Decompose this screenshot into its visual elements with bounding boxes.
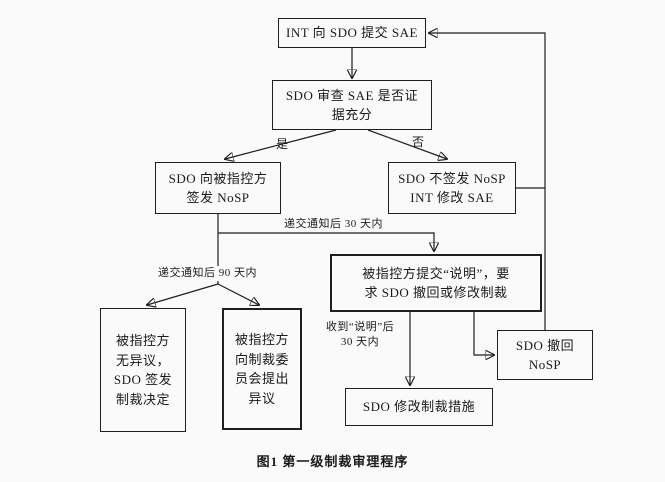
connector-stem-to-objection bbox=[217, 283, 259, 305]
node-no-objection-decision-label: 被指控方 无异议， SDO 签发 制裁决定 bbox=[113, 333, 173, 407]
node-accused-statement: 被指控方提交“说明”，要 求 SDO 撤回或修改制裁 bbox=[330, 254, 542, 312]
node-sdo-not-issue-nosp: SDO 不签发 NoSP INT 修改 SAE bbox=[388, 162, 516, 214]
node-sdo-issue-nosp-label: SDO 向被指控方 签发 NoSP bbox=[168, 170, 268, 206]
node-sdo-withdraw-nosp: SDO 撤回 NoSP bbox=[497, 330, 593, 380]
node-int-submit-sae-label: INT 向 SDO 提交 SAE bbox=[286, 25, 418, 41]
node-objection-to-committee-label: 被指控方 向制裁委 员会提出 异议 bbox=[234, 332, 289, 406]
connector-stem-to-no-objection bbox=[147, 283, 219, 305]
node-sdo-modify-sanction: SDO 修改制裁措施 bbox=[345, 388, 493, 426]
connector-review-to-issue-yes bbox=[225, 129, 337, 159]
edge-label-yes: 是 bbox=[276, 137, 289, 151]
node-int-submit-sae: INT 向 SDO 提交 SAE bbox=[278, 18, 426, 48]
node-sdo-review-sae: SDO 审查 SAE 是否证 据充分 bbox=[272, 80, 432, 130]
edge-label-after-statement: 收到“说明”后 30 天内 bbox=[325, 321, 395, 349]
figure-caption: 图1 第一级制裁审理程序 bbox=[256, 454, 409, 469]
connector-loop-to-submit bbox=[429, 33, 546, 330]
node-sdo-issue-nosp: SDO 向被指控方 签发 NoSP bbox=[155, 162, 281, 214]
node-sdo-not-issue-nosp-label: SDO 不签发 NoSP INT 修改 SAE bbox=[398, 170, 506, 206]
node-objection-to-committee: 被指控方 向制裁委 员会提出 异议 bbox=[222, 308, 302, 430]
node-sdo-modify-sanction-label: SDO 修改制裁措施 bbox=[362, 399, 476, 415]
node-sdo-withdraw-nosp-label: SDO 撤回 NoSP bbox=[515, 337, 575, 373]
node-no-objection-decision: 被指控方 无异议， SDO 签发 制裁决定 bbox=[100, 308, 186, 432]
node-accused-statement-label: 被指控方提交“说明”，要 求 SDO 撤回或修改制裁 bbox=[362, 265, 510, 301]
connector-issue-to-statement bbox=[218, 232, 434, 251]
connector-statement-to-withdraw bbox=[473, 312, 494, 355]
edge-label-within-30-days: 递交通知后 30 天内 bbox=[284, 218, 383, 230]
connector-review-to-notissue-no bbox=[367, 129, 447, 159]
edge-label-no: 否 bbox=[412, 135, 425, 149]
edge-label-within-90-days: 递交通知后 90 天内 bbox=[156, 266, 259, 282]
node-sdo-review-sae-label: SDO 审查 SAE 是否证 据充分 bbox=[285, 87, 419, 123]
